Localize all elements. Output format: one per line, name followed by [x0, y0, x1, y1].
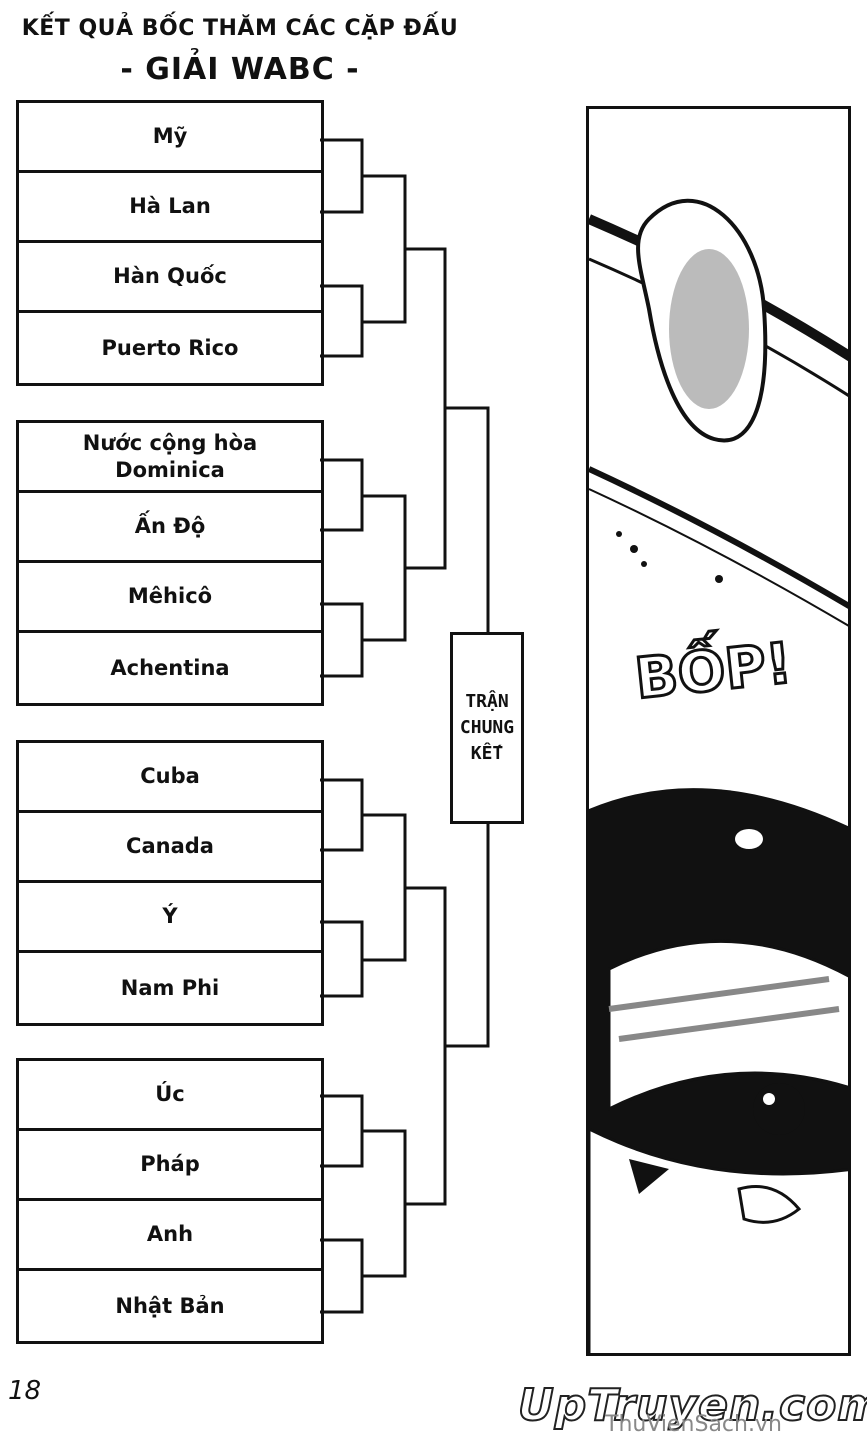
manga-illustration [589, 198, 848, 1353]
bracket-line [362, 1129, 407, 1278]
team-slot: Nam Phi [120, 975, 220, 1000]
team-slot: Úc [19, 1061, 321, 1131]
bracket-line [445, 406, 490, 632]
team-slot: Hàn Quốc [19, 243, 321, 313]
bracket-line [320, 920, 364, 998]
team-slot: Ấn Độ [19, 493, 321, 563]
team-slot: Hà Lan [19, 173, 321, 243]
bracket-line [320, 1094, 364, 1168]
bracket-group-1: Mỹ Hà Lan Hàn Quốc Puerto Rico [16, 100, 324, 386]
bracket-line [362, 174, 407, 324]
final-match-label: TRẬN CHUNG KẾT [459, 691, 515, 764]
bracket-line [445, 824, 490, 1048]
team-slot: Nhật Bản [115, 1293, 225, 1318]
bracket-group-4: Úc Pháp Anh Nhật Bản [16, 1058, 324, 1344]
bracket-line [320, 284, 364, 358]
team-slot: Anh [19, 1201, 321, 1271]
bracket-line [405, 886, 447, 1206]
team-slot: Mêhicô [19, 563, 321, 633]
bracket-line [320, 1238, 364, 1314]
bracket-group-2: Nước cộng hòa Dominica Ấn Độ Mêhicô Ache… [16, 420, 324, 706]
manga-panel: BỐP! [586, 106, 851, 1356]
watermark-sub: ThuVienSach.vn [605, 1412, 782, 1437]
bracket-group-3: Cuba Canada Ý Nam Phi [16, 740, 324, 1026]
bracket-line [405, 247, 447, 570]
bracket-line [362, 813, 407, 962]
team-slot: Puerto Rico [101, 335, 239, 360]
bracket-line [320, 602, 364, 678]
team-slot: Nước cộng hòa Dominica [19, 423, 321, 493]
bracket-line [320, 458, 364, 532]
team-slot: Mỹ [19, 103, 321, 173]
team-slot: Achentina [110, 655, 230, 680]
final-match-box: TRẬN CHUNG KẾT [450, 632, 524, 824]
team-slot: Ý [19, 883, 321, 953]
bracket-subtitle: - GIẢI WABC - [120, 52, 360, 87]
team-slot: Cuba [19, 743, 321, 813]
bracket-title: KẾT QUẢ BỐC THĂM CÁC CẶP ĐẤU [21, 16, 459, 41]
bracket-line [362, 494, 407, 642]
team-slot: Canada [19, 813, 321, 883]
bracket-line [320, 778, 364, 852]
team-slot: Pháp [19, 1131, 321, 1201]
page-number: 18 [8, 1376, 42, 1406]
bracket-line [320, 138, 364, 214]
watermark-logo: UpTruyen.com [517, 1379, 867, 1432]
